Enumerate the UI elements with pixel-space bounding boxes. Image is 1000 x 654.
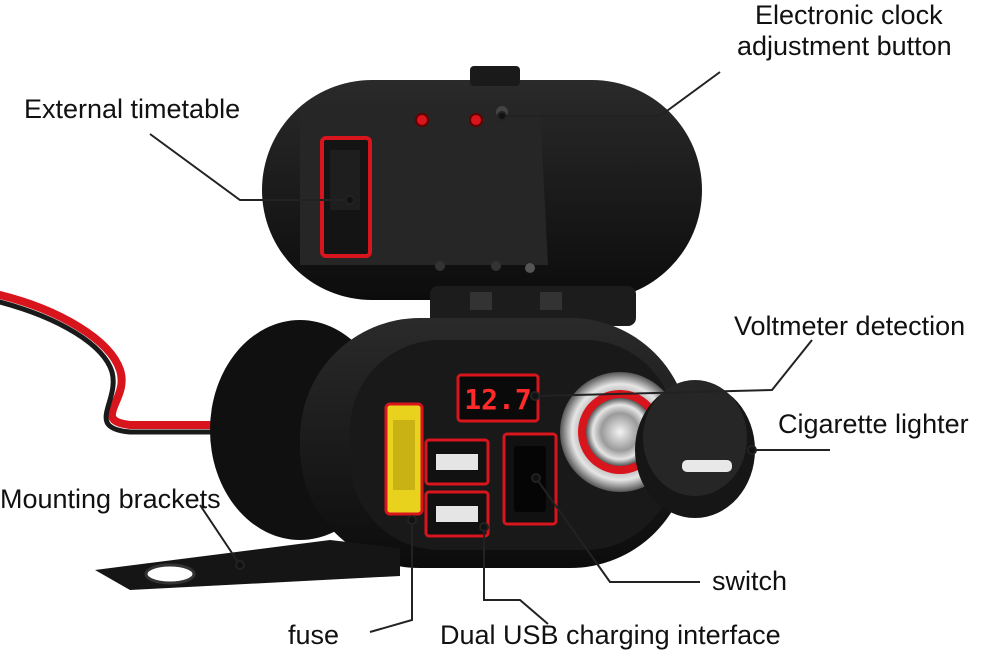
label-electronic-clock-line1: Electronic clock bbox=[755, 0, 943, 30]
label-fuse: fuse bbox=[288, 620, 340, 650]
clock-button-2 bbox=[469, 113, 483, 127]
label-cigarette-lighter: Cigarette lighter bbox=[778, 409, 969, 439]
leader-lines bbox=[149, 71, 830, 633]
label-external-timetable: External timetable bbox=[24, 94, 241, 124]
label-mounting-brackets: Mounting brackets bbox=[0, 484, 221, 514]
label-switch: switch bbox=[712, 566, 788, 596]
label-electronic-clock-line2: adjustment button bbox=[737, 31, 952, 61]
lid bbox=[262, 66, 702, 326]
clock-button-1 bbox=[415, 113, 429, 127]
label-dual-usb: Dual USB charging interface bbox=[440, 620, 781, 650]
voltage-reading: 12.7 bbox=[464, 383, 531, 416]
power-cable bbox=[0, 291, 254, 429]
main-body: 12.7 bbox=[95, 318, 755, 590]
mounting-bracket bbox=[95, 540, 400, 590]
label-voltmeter-detection: Voltmeter detection bbox=[734, 311, 966, 341]
